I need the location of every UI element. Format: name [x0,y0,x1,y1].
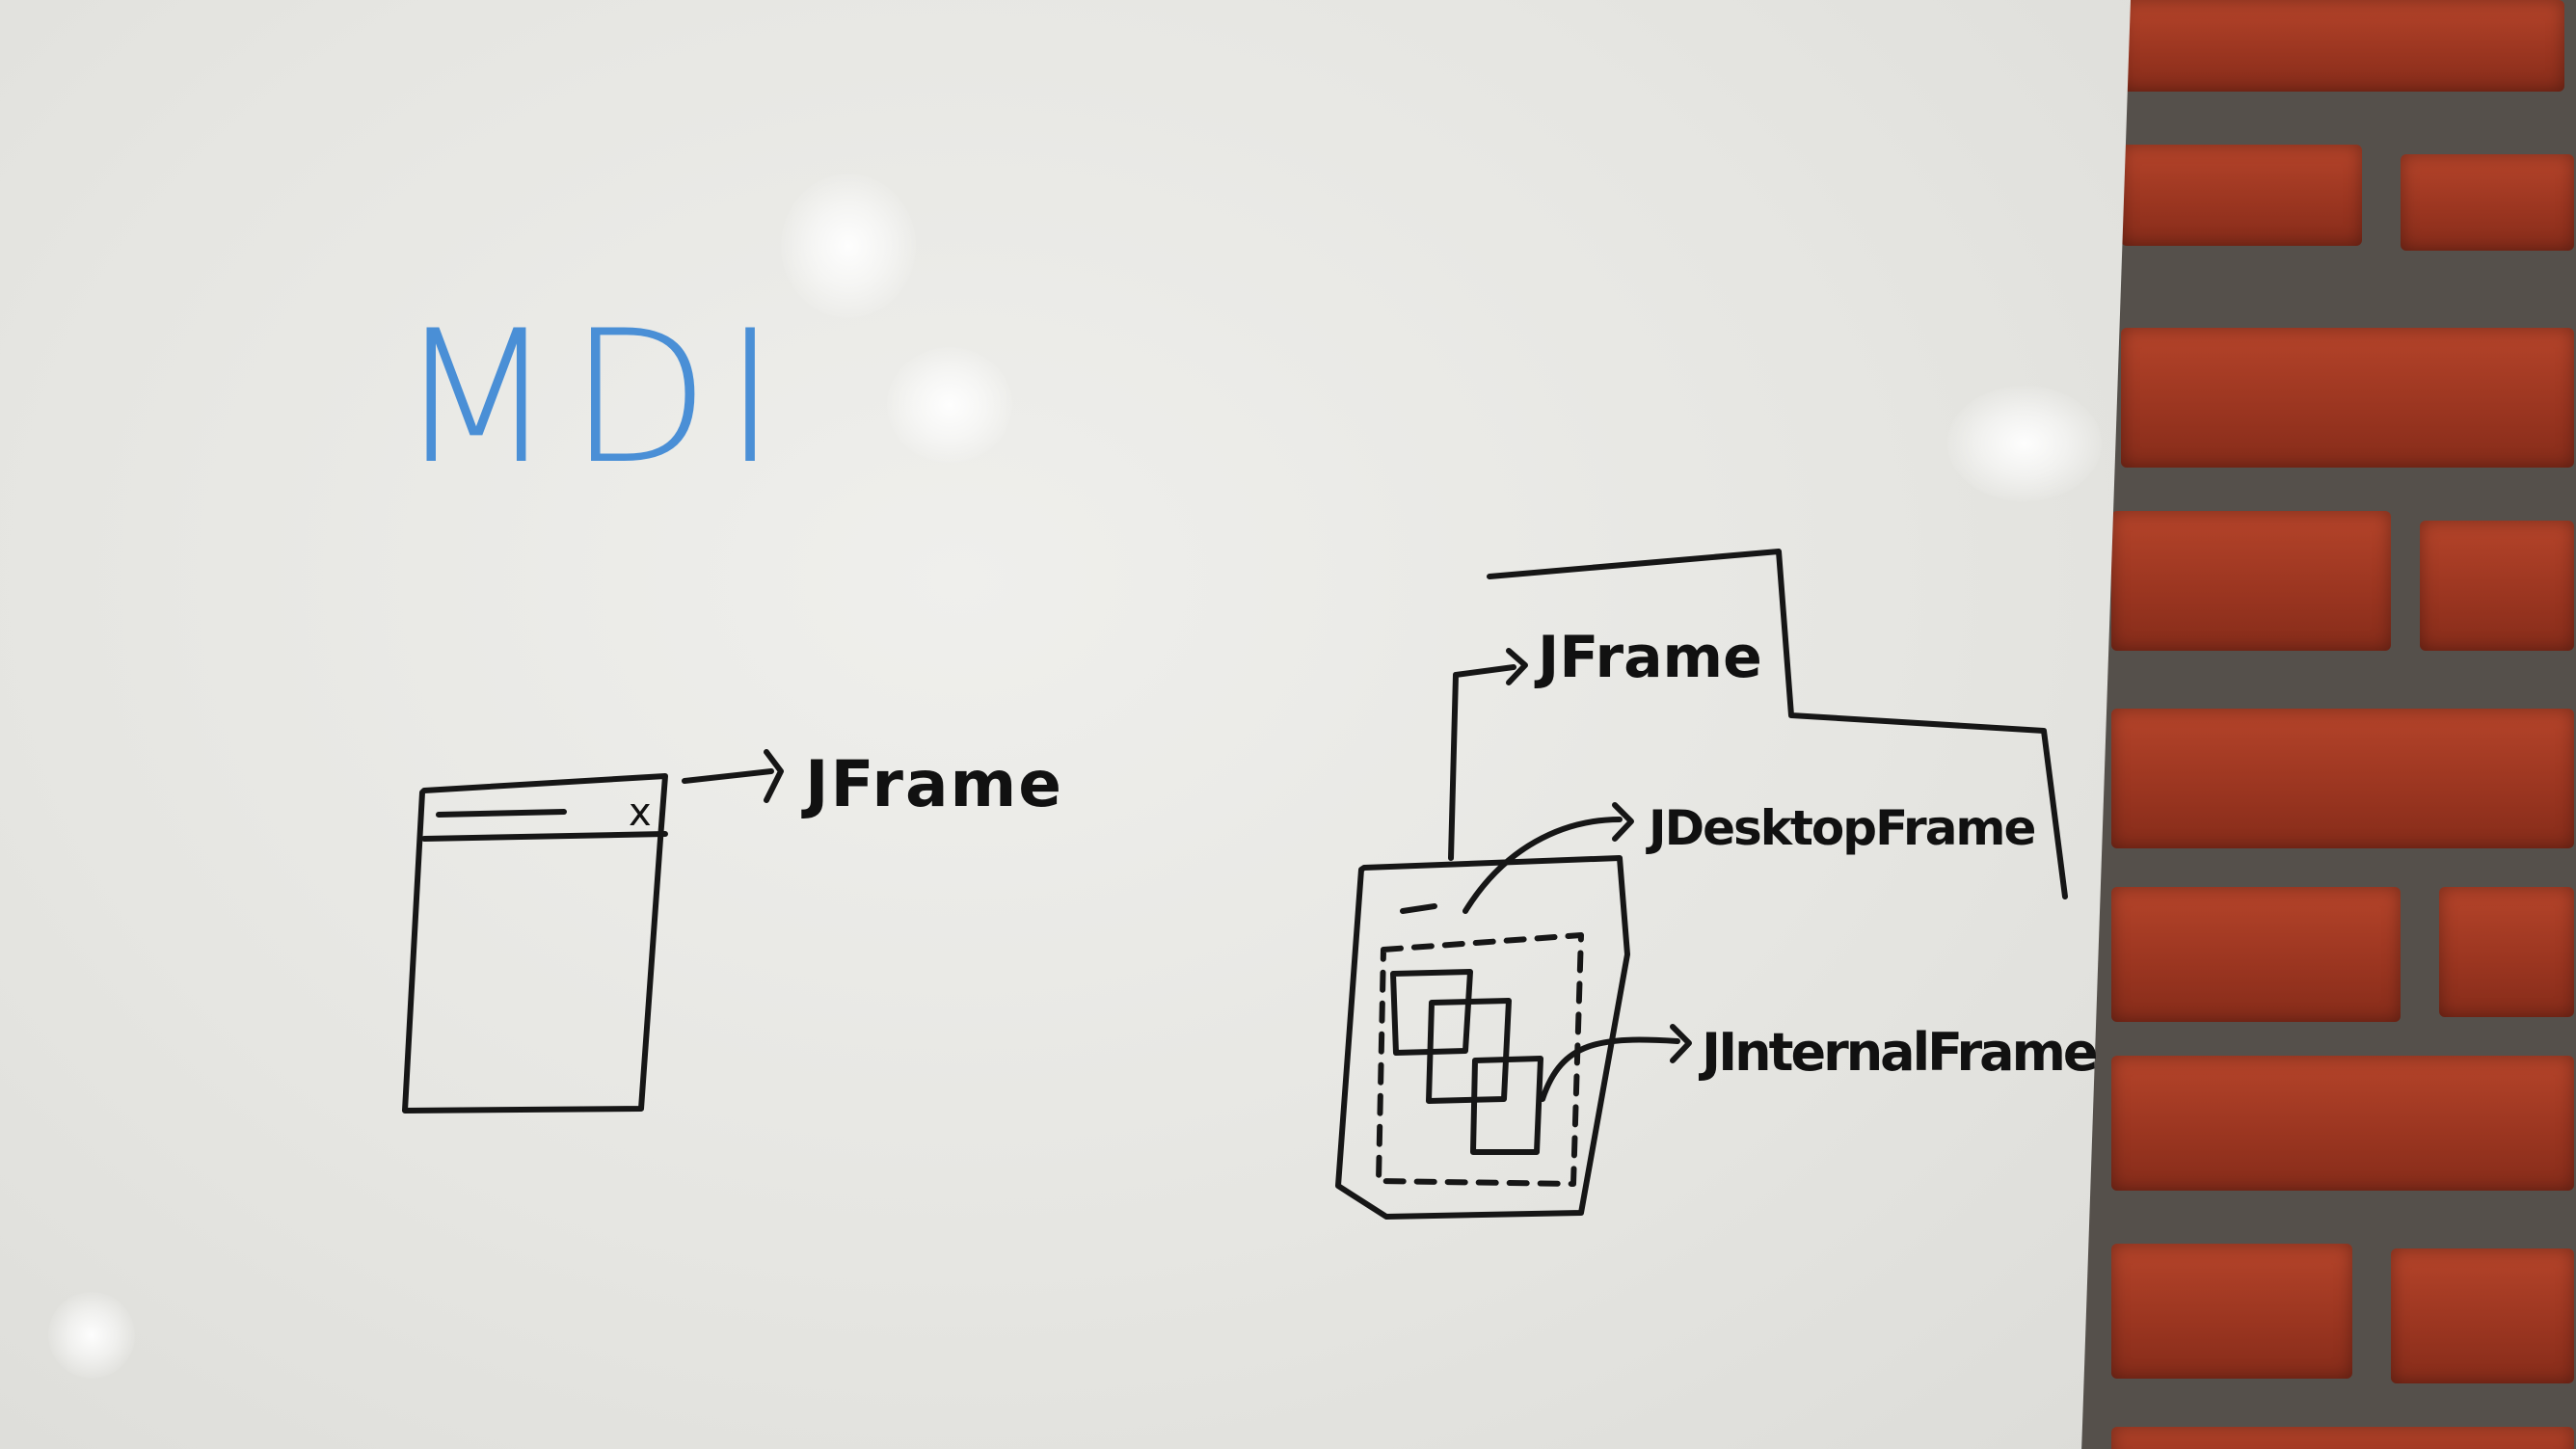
jframe-connector [1448,664,1516,861]
brick [2111,1244,2352,1379]
jdesktopframe-label: JDesktopFrame [1646,800,2035,856]
title-bar-line [421,831,668,842]
arrow-head [1612,802,1634,842]
outer-frame-outline [1335,855,1630,1220]
internal-window-3 [1470,1056,1543,1155]
single-window-sketch: x JFrame [402,747,1063,1114]
grouping-bracket [1487,549,2068,899]
board-title: MDI [397,291,791,504]
light-glare [48,1292,135,1379]
minimize-mark [1400,903,1437,914]
close-glyph: x [629,791,652,835]
brick [2391,1248,2574,1383]
window-outline [402,773,668,1114]
pointer-arrow [682,768,774,784]
brick [2121,145,2362,246]
brick [2111,511,2391,651]
desktop-area-outline [1376,932,1584,1187]
light-glare [1947,386,2102,501]
brick [2111,1056,2574,1191]
desktop-connector [1462,817,1623,914]
brick [2111,887,2401,1022]
whiteboard [0,0,2131,1449]
light-glare [781,174,916,318]
mdi-jframe-label: JFrame [1534,624,1762,691]
jinternalframe-label: JInternalFrame [1698,1022,2097,1083]
brick [2439,887,2574,1017]
brick [2111,1427,2574,1449]
jframe-label: JFrame [801,747,1063,821]
light-glare [887,347,1012,463]
title-bar-mark [436,809,567,818]
arrow-head [1506,648,1528,685]
arrow-head [764,749,784,803]
brick [2401,154,2574,251]
brick [2111,709,2574,848]
arrow-head [1670,1024,1692,1063]
mdi-sketch: JFrame JDesktopFrame JInternalFrame [1335,549,2100,1220]
brick [2420,521,2574,651]
brick-wall [2082,0,2576,1449]
brick [2121,0,2564,92]
internal-window-1 [1390,969,1473,1056]
brick [2121,328,2574,468]
internal-connector [1540,1036,1680,1102]
internal-window-2 [1426,998,1512,1104]
